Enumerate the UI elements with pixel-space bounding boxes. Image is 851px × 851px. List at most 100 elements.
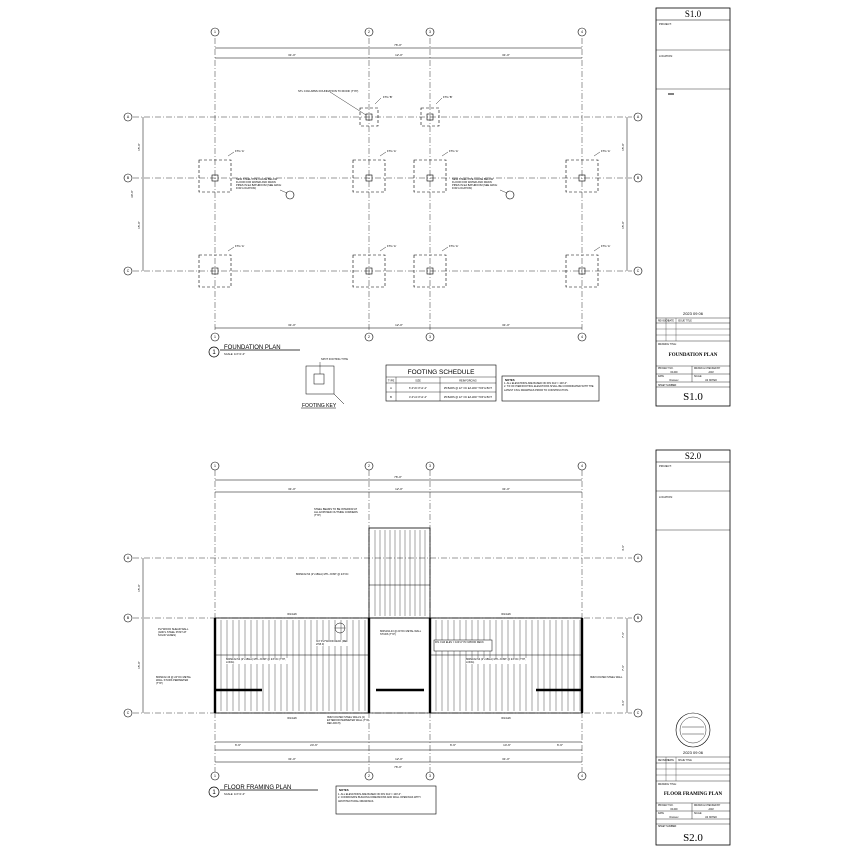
footing-tag: FTG 'B'	[443, 95, 453, 99]
schedule-cell: #5 BARS @ 12" OC EA WAY TOP & BOT	[444, 386, 492, 390]
date-stamp: 2023 09 06	[683, 311, 704, 316]
dim-bay: 31'-0"	[502, 53, 510, 57]
dim-bay: 31'-0"	[502, 323, 510, 327]
sheet-number: S1.0	[683, 391, 703, 403]
schedule-header: REINFORCING	[459, 380, 477, 383]
date-col: DATE	[668, 320, 674, 323]
grid-label: C	[127, 711, 130, 715]
dim-side-total: 30'-0"	[130, 190, 134, 198]
beam-tag: W14x26	[287, 716, 297, 720]
grid-bubble: C	[123, 708, 133, 718]
grid-bubble: 1	[210, 771, 220, 781]
scale-value: AS NOTED	[705, 816, 717, 819]
drawn-label: DRAWN & CHECKED BY	[694, 804, 721, 807]
dim-bottom: 6'-6"	[557, 743, 563, 747]
grid-label: A	[127, 115, 130, 119]
dim-bottom: 14'-6"	[503, 743, 511, 747]
dim-bay: 12'-0"	[395, 487, 403, 491]
dim-side: 15'-0"	[137, 661, 141, 669]
grid-label: 4	[581, 774, 583, 778]
dim-side: 7'-6"	[621, 632, 625, 638]
grid-bubble: 2	[364, 332, 374, 342]
note-item: 2. T/F OF PIER/FOOTING ELEVATIONS SHALL …	[504, 385, 594, 392]
grid-label: C	[637, 269, 640, 273]
coated-note: 3MM COATED STEEL WALLS (2) EXTERIOR PERI…	[327, 716, 370, 725]
grid-label: 3	[429, 335, 431, 339]
grid-bubble: A	[123, 553, 133, 563]
issue-col: ISSUE TITLE	[678, 760, 692, 762]
date-value: Discover	[670, 379, 679, 382]
scale-value: AS NOTED	[705, 379, 717, 382]
dim-bay: 31'-0"	[288, 53, 296, 57]
dim-side: 15'-0"	[621, 221, 625, 229]
revision-col: REVISION	[658, 760, 669, 762]
dim-bay: 12'-0"	[395, 53, 403, 57]
dim-side: 15'-0"	[137, 584, 141, 592]
title-number: 1	[212, 790, 216, 796]
grid-label: C	[637, 711, 640, 715]
grid-bubble: 2	[364, 27, 374, 37]
schedule-cell: 6'-0"x6'-0"x1'-2"	[409, 386, 427, 390]
grid-bubble: A	[123, 112, 133, 122]
notes-title: NOTES	[339, 788, 349, 792]
schedule-cell: #5 BARS @ 12" OC EA WAY TOP & BOT	[444, 395, 492, 399]
sheet-header-s2: S2.0	[685, 451, 702, 461]
date-stamp: 2023 09 06	[683, 750, 704, 755]
plan-title: FLOOR FRAMING PLAN	[224, 785, 291, 791]
grid-label: 2	[368, 464, 370, 468]
revision-col: REVISION	[658, 321, 669, 323]
grid-bubble: C	[633, 708, 643, 718]
grid-label: C	[127, 269, 130, 273]
note-item: 1. ALL ELEVATIONS ARE BASED ON FIN FLR =…	[504, 382, 568, 385]
grid-bubble: C	[123, 266, 133, 276]
date-col: DATE	[668, 759, 674, 762]
grid-bubble: 4	[577, 27, 587, 37]
dim-bottom: 6'-6"	[450, 743, 456, 747]
grid-label: 1	[214, 774, 216, 778]
sheet-number-label: SHEET NUMBER:	[658, 385, 677, 387]
dim-bay: 12'-0"	[395, 323, 403, 327]
grid-label: 2	[368, 30, 370, 34]
footing-tag: FTG 'A'	[387, 244, 397, 248]
footing-tag: FTG 'A'	[601, 149, 611, 153]
grid-bubble: B	[633, 613, 643, 623]
grid-bubble: 2	[364, 461, 374, 471]
schedule-header: SIZE	[415, 380, 421, 383]
metal-note: 800S162-43 @ 24"OC METAL WALL STUDS (TYP…	[380, 630, 426, 636]
grid-bubble: B	[633, 173, 643, 183]
dim-side: 15'-0"	[137, 221, 141, 229]
grid-bubble: 2	[364, 771, 374, 781]
note-item: 1. ALL ELEVATIONS ARE BASED ON FIN FLR =…	[338, 793, 402, 796]
location-label: LOCATION:	[659, 54, 673, 58]
dim-bottom: 24'-6"	[310, 743, 318, 747]
project-no: 00-000	[670, 372, 678, 374]
dim-total: 76'-0"	[394, 475, 402, 479]
project-label: PROJECT:	[659, 464, 672, 468]
pipe-note-right: NEW STEEL PIPE CHASE BELOW FLOOR FOR WAT…	[452, 178, 498, 191]
beam-tag: W14x26	[501, 612, 511, 616]
dim-total: 76'-0"	[394, 43, 402, 47]
notes-title: NOTES	[505, 378, 515, 382]
footing-tag: FTG 'A'	[387, 149, 397, 153]
title-block-s1	[655, 7, 731, 407]
drawn-value: ACM	[708, 371, 713, 374]
floor-framing-plan	[133, 470, 632, 815]
grid-bubble: A	[633, 112, 643, 122]
project-no-label: PROJECT NO.	[658, 368, 674, 370]
project-label: PROJECT:	[659, 22, 672, 26]
beam-note: 800S162-43 @ 24"OC METAL WALL STUDS PERI…	[156, 676, 191, 686]
title-block-s2	[655, 449, 731, 846]
dim-bay: 31'-0"	[502, 487, 510, 491]
joist-note: 800S162-54 (2"x18GA) MTL JOIST @ 24"OC (…	[466, 658, 530, 665]
grid-label: 1	[214, 335, 216, 339]
deck-elevation-box: FIN. FLR ELEV = 100'-0" PLYWOOD DECK	[435, 641, 484, 644]
grid-label: 3	[429, 30, 431, 34]
scale-label: SCALE	[694, 812, 702, 815]
foundation-plan	[133, 38, 632, 409]
dim-side: 7'-6"	[621, 665, 625, 671]
drawing-title: FLOOR FRAMING PLAN	[664, 792, 723, 797]
corner-note: 3MM COATED STEEL WALL	[590, 676, 623, 679]
dim-bay: 31'-0"	[288, 323, 296, 327]
scale-label: SCALE	[694, 375, 702, 378]
grid-bubble: 4	[577, 332, 587, 342]
